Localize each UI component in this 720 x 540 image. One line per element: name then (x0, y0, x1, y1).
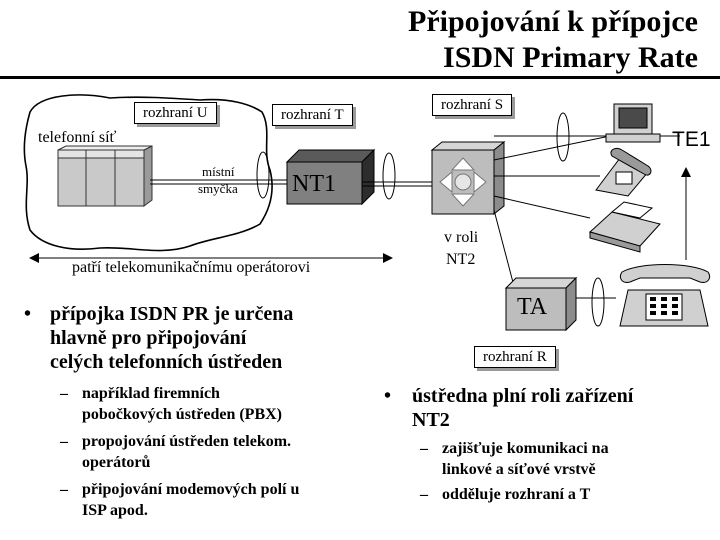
left-sub-bullet-2: – propojování ústředen telekom. operátor… (60, 433, 292, 471)
left-sub-bullet-3: – připojování modemových polí u ISP apod… (60, 481, 300, 519)
ta-label: TA (517, 294, 548, 320)
interface-r-marker (591, 277, 605, 327)
telephone-network-label: telefonní síť (38, 129, 117, 146)
bullet-dot: • (24, 303, 32, 325)
exchange-cabinet-icon (57, 145, 153, 207)
nt2-exchange-icon (430, 140, 506, 216)
nt2-role-line1: v roli (444, 229, 479, 246)
fax-icon (588, 201, 661, 253)
right-main-bullet: • ústředna plní roli zařízení NT2 (384, 385, 634, 431)
interface-u-marker (256, 151, 270, 199)
interface-r-label: rozhraní R (474, 346, 556, 368)
nt1-label: NT1 (292, 171, 336, 197)
title-line-2: ISDN Primary Rate (443, 41, 698, 74)
computer-icon (605, 103, 661, 143)
interface-u-label: rozhraní U (134, 102, 217, 124)
local-label-line2: smyčka (198, 181, 238, 196)
operator-ownership-label: patří telekomunikačnímu operátorovi (72, 259, 311, 276)
analog-telephone-icon (619, 264, 711, 327)
title-rule (0, 76, 720, 79)
left-main-bullet: • přípojka ISDN PR je určena hlavně pro … (24, 303, 294, 373)
right-sub-bullet-1: – zajišťuje komunikaci na linkové a síťo… (420, 440, 609, 478)
interface-s-marker (556, 112, 570, 162)
nt1-box (285, 148, 376, 206)
interface-t-marker (382, 152, 396, 200)
te1-label: TE1 (672, 128, 711, 151)
local-label-line1: místní (202, 164, 235, 179)
ta-box (504, 276, 578, 332)
right-sub-bullet-2: – odděluje rozhraní a T (420, 486, 591, 503)
telephone-icon (595, 147, 652, 197)
bullet-dot: • (384, 385, 392, 407)
title-line-1: Připojování k přípojce (408, 5, 698, 38)
interface-t-label: rozhraní T (272, 104, 353, 126)
nt2-role-line2: NT2 (446, 251, 476, 268)
interface-s-label: rozhraní S (432, 94, 513, 116)
left-sub-bullet-1: – například firemních pobočkových ústřed… (60, 385, 283, 423)
